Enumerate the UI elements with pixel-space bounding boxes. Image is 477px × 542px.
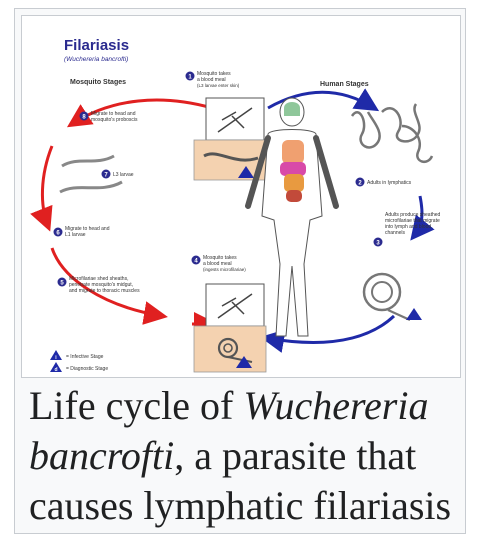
step-3-text-4: channels bbox=[385, 230, 406, 236]
diagram-title: Filariasis bbox=[64, 37, 129, 54]
step-5: 5 Microfilariae shed sheaths, penetrate … bbox=[58, 276, 141, 294]
step-7-text-1: L3 larvae bbox=[113, 172, 134, 178]
step-2: 2 Adults in lymphatics bbox=[356, 178, 412, 187]
human-stages-heading: Human Stages bbox=[320, 81, 369, 88]
step-6: 6 Migrate to head and L1 larvae bbox=[54, 226, 110, 238]
image-caption: Life cycle of Wuchereria bancrofti, a pa… bbox=[29, 381, 461, 531]
diagram-subtitle: (Wuchereria bancrofti) bbox=[64, 56, 128, 63]
step-6-text-2: L1 larvae bbox=[65, 232, 86, 238]
step-4-text-3: (ingests microfilariae) bbox=[203, 267, 246, 272]
step-2-text-1: Adults in lymphatics bbox=[367, 180, 412, 186]
mosquito-stages-heading: Mosquito Stages bbox=[70, 79, 126, 86]
step-1-text-3: (L3 larvae enter skin) bbox=[197, 83, 240, 88]
step-8: 8 Migrate to head and mosquito's probosc… bbox=[80, 111, 139, 123]
caption-text-start: Life cycle of bbox=[29, 383, 243, 428]
mosquito-bite-panel-bottom bbox=[194, 284, 266, 372]
legend-diagnostic-symbol: d bbox=[54, 367, 57, 373]
mosquito-bite-panel-top bbox=[194, 98, 266, 180]
diagram-canvas: Filariasis (Wuchereria bancrofti) Mosqui… bbox=[22, 16, 460, 377]
adult-worms-illustration bbox=[352, 104, 432, 162]
legend-diagnostic-text: = Diagnostic Stage bbox=[66, 366, 108, 372]
step-3: 3 Adults produce sheathed microfilariae … bbox=[374, 212, 441, 247]
legend-infective-text: = Infective Stage bbox=[66, 354, 104, 360]
step-1: 1 Mosquito takes a blood meal (L3 larvae… bbox=[186, 71, 240, 88]
step-5-text-3: and migrate to thoracic muscles bbox=[69, 288, 140, 294]
image-thumbnail-frame: Filariasis (Wuchereria bancrofti) Mosqui… bbox=[14, 8, 466, 534]
step-8-text-2: mosquito's proboscis bbox=[91, 117, 138, 123]
life-cycle-diagram[interactable]: Filariasis (Wuchereria bancrofti) Mosqui… bbox=[21, 15, 461, 378]
step-4: 4 Mosquito takes a blood meal (ingests m… bbox=[192, 255, 247, 272]
microfilaria-coil bbox=[364, 274, 422, 320]
diagram-legend: i = Infective Stage d = Diagnostic Stage bbox=[50, 350, 108, 373]
step-7: 7 L3 larvae bbox=[102, 170, 134, 179]
